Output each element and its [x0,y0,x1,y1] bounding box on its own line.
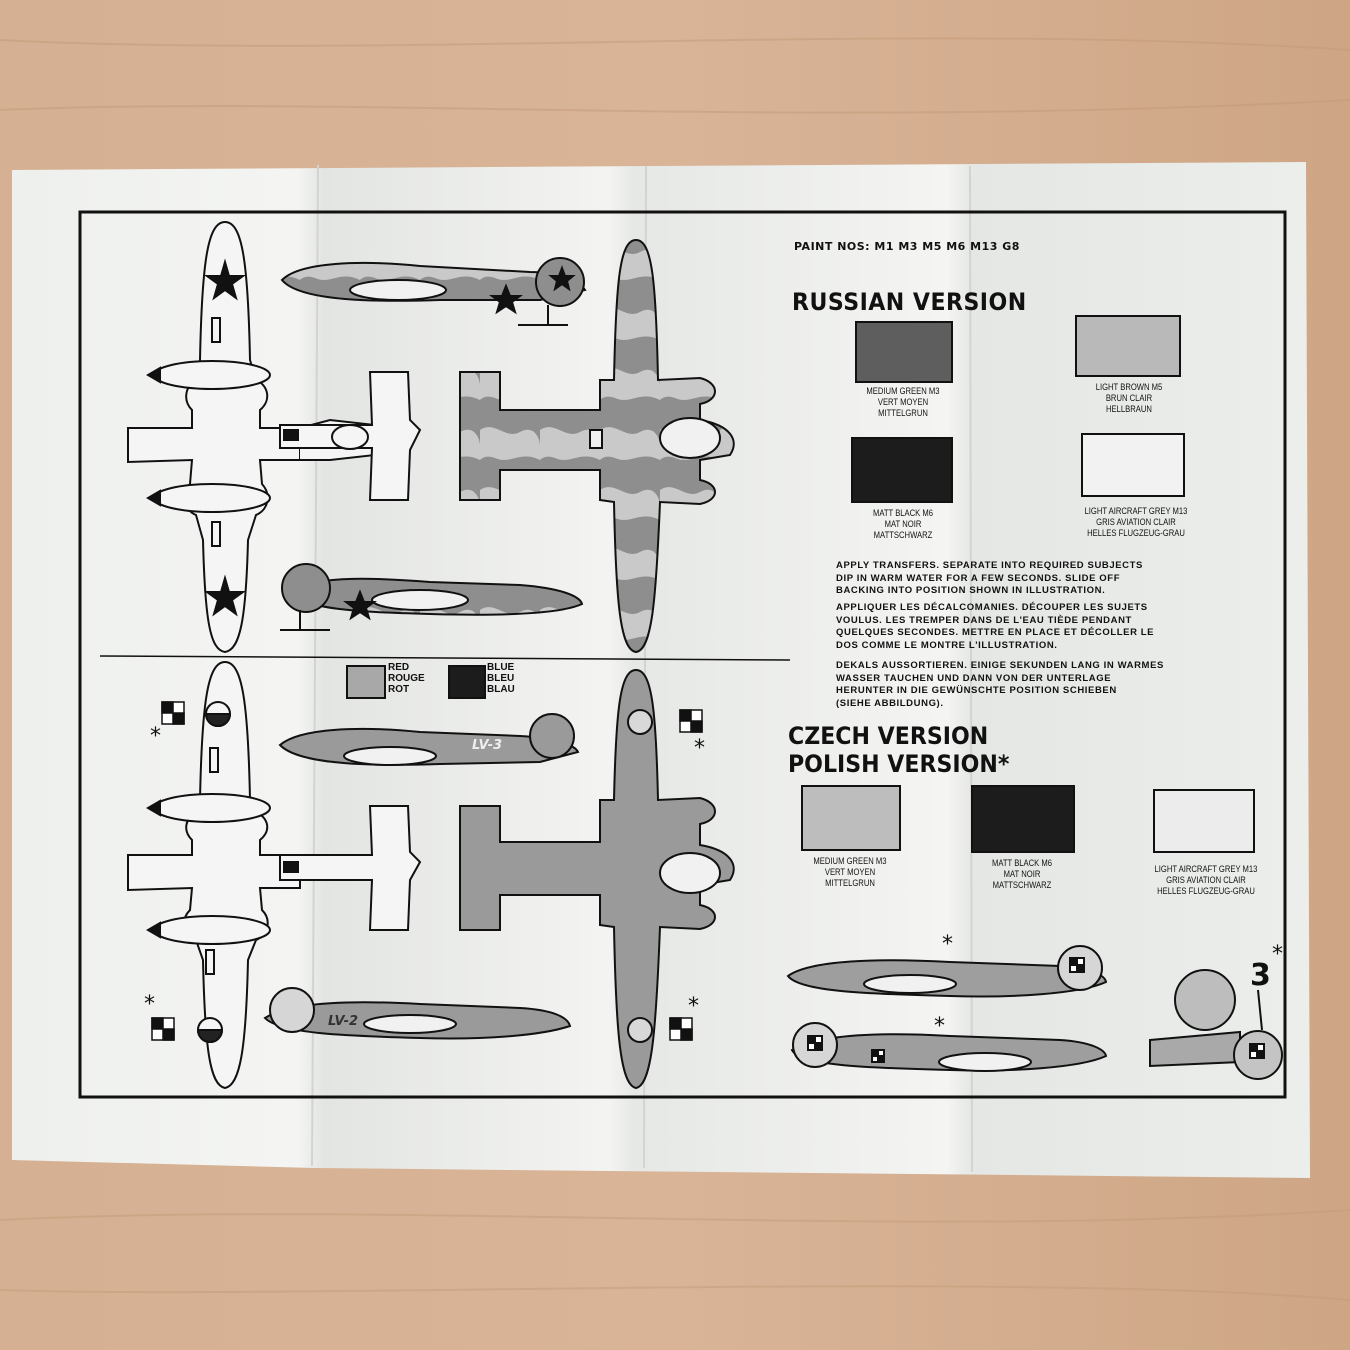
aircraft-code-lv2: LV-2 [328,1014,359,1029]
asterisk-5: * [942,932,953,957]
asterisk-2: * [694,736,705,761]
russian-swatch-light-aircraft-grey [1081,433,1185,497]
paper [12,162,1310,1178]
asterisk-4: * [688,994,699,1019]
czech-plan-view [459,668,735,1090]
czech-swatch-medium-green [801,785,901,851]
czech-swatch-matt-black [971,785,1075,853]
paint-numbers: PAINT NOS: M1 M3 M5 M6 M13 G8 [794,240,1020,253]
polish-side-view-2 [790,1022,1108,1072]
russian-side-view-bottom [280,563,584,631]
aircraft-code-lv3: LV-3 [472,738,503,753]
czech-underside-view [279,805,422,931]
czech-side-view-top [278,713,580,766]
czech-swatch-light-aircraft-grey [1153,789,1255,853]
border-frame [78,210,1287,1099]
tail-number: 3 [1250,958,1271,993]
czech-top-view [127,660,301,1090]
paint-swatches [801,315,1255,853]
russian-camo-plan-view [459,238,735,654]
section-divider [99,655,791,661]
asterisk-3: * [144,992,155,1017]
russian-swatch-matt-black [851,437,953,503]
instructions-english: APPLY TRANSFERS. SEPARATE INTO REQUIRED … [836,560,1143,596]
russian-underside-view [279,371,422,501]
russian-swatch-light-brown [1075,315,1181,377]
instructions-german: DEKALS AUSSORTIEREN. EINIGE SEKUNDEN LAN… [836,660,1164,709]
legend-red-swatch [346,665,386,699]
asterisk-6: * [934,1014,945,1039]
asterisk-7: * [1272,942,1283,967]
russian-side-view-top [280,257,587,326]
czech-polish-version-title: CZECH VERSION POLISH VERSION* [788,722,1010,778]
legend-blue-swatch [448,665,486,699]
polish-checker-markings [151,701,703,1041]
tail-detail [1149,969,1283,1080]
asterisk-1: * [150,724,161,749]
russian-version-title: RUSSIAN VERSION [792,288,1027,316]
russian-swatch-medium-green [855,321,953,383]
instructions-french: APPLIQUER LES DÉCALCOMANIES. DÉCOUPER LE… [836,602,1155,651]
polish-side-view-1 [786,945,1108,998]
czech-side-view-bottom [263,987,572,1040]
